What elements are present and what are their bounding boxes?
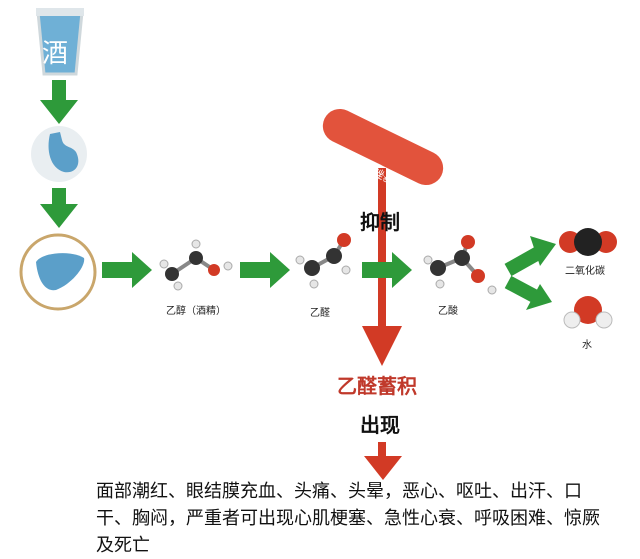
inhibit-label: 抑制	[360, 210, 400, 234]
symptoms-text: 面部潮红、眼结膜充血、头痛、头晕，恶心、呕吐、出汗、口干、胸闷，严重者可出现心肌…	[96, 481, 600, 556]
water-molecule-icon	[563, 296, 613, 329]
red-accumulation-arrow	[362, 168, 402, 480]
cup-label: 酒	[42, 39, 69, 69]
accumulation-label: 乙醛蓄积	[337, 374, 417, 398]
arrow-ethanol-to-acetaldehyde	[240, 252, 290, 288]
liver-icon	[19, 233, 97, 311]
arrow-cup-to-stomach	[40, 80, 78, 124]
stomach-icon	[31, 126, 87, 182]
co2-molecule-icon	[559, 228, 617, 256]
acetic-acid-molecule-icon	[423, 235, 497, 295]
arrow-to-water	[504, 275, 552, 310]
appear-label: 出现	[360, 413, 400, 437]
co2-label: 二氧化碳	[565, 266, 605, 277]
arrow-acetaldehyde-to-acetic-acid	[362, 252, 412, 288]
acetaldehyde-molecule-icon	[295, 233, 351, 289]
arrow-liver-to-ethanol	[102, 252, 152, 288]
water-label: 水	[582, 340, 592, 351]
acetaldehyde-label: 乙醛	[310, 308, 330, 319]
acetic-acid-label: 乙酸	[438, 306, 458, 317]
arrow-stomach-to-liver	[40, 188, 78, 228]
ethanol-label: 乙醇（酒精）	[166, 306, 226, 317]
ethanol-molecule-icon	[159, 239, 233, 291]
drug-capsule-icon	[322, 108, 444, 186]
arrow-to-co2	[504, 236, 556, 277]
alcohol-cup-icon	[36, 8, 84, 76]
